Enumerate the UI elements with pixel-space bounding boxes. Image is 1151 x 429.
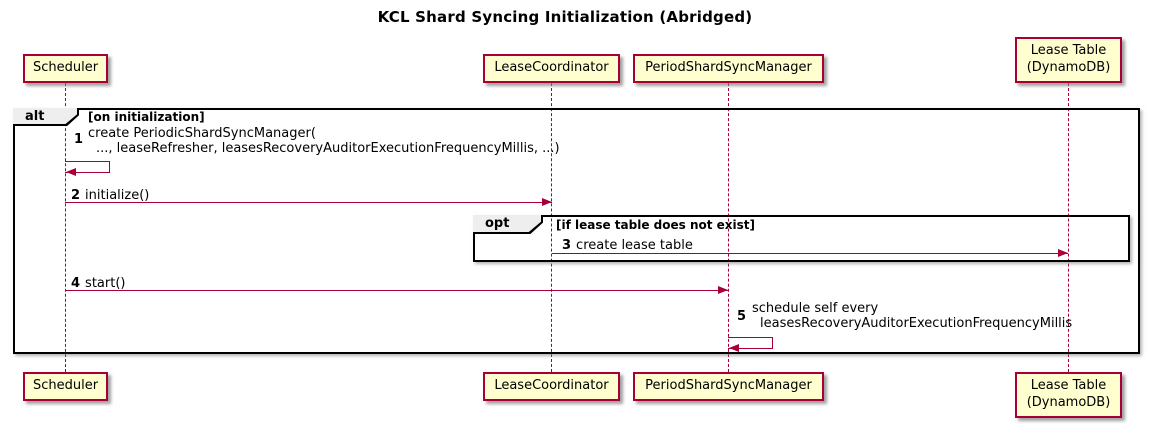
message-3-label: 3 create lease table	[562, 238, 693, 253]
message-4-arrowhead	[718, 286, 728, 294]
message-4-arrow-line	[65, 290, 728, 291]
message-1-label: create PeriodicShardSyncManager( ..., le…	[88, 126, 560, 156]
message-2-label: 2 initialize()	[71, 188, 149, 203]
alt-condition: [on initialization]	[88, 110, 205, 124]
participant-periodshardsyncmanager-bottom: PeriodShardSyncManager	[633, 372, 824, 401]
participant-scheduler-bottom: Scheduler	[23, 372, 108, 401]
participant-label: PeriodShardSyncManager	[645, 378, 812, 394]
opt-frame	[473, 215, 1130, 262]
participant-scheduler-top: Scheduler	[23, 54, 108, 83]
message-4-label: 4 start()	[71, 276, 125, 291]
participant-label-line1: Lease Table	[1030, 43, 1107, 59]
message-1-line2: ..., leaseRefresher, leasesRecoveryAudit…	[96, 141, 560, 156]
lifeline-scheduler	[65, 83, 66, 372]
opt-condition: [if lease table does not exist]	[556, 218, 756, 232]
message-1-self-loop	[65, 161, 110, 173]
alt-keyword: alt	[25, 108, 45, 124]
message-3-text: create lease table	[576, 238, 693, 253]
message-2-arrow-line	[65, 202, 552, 203]
alt-frame-label: alt	[13, 108, 77, 124]
message-5-arrowhead	[729, 344, 739, 352]
participant-label: PeriodShardSyncManager	[645, 60, 812, 76]
message-3-arrow-line	[552, 253, 1068, 254]
opt-keyword: opt	[485, 216, 510, 231]
message-1-number: 1	[74, 132, 84, 147]
message-2-arrowhead	[542, 198, 552, 206]
message-5-line2: leasesRecoveryAuditorExecutionFrequencyM…	[760, 316, 1073, 331]
message-4-text: start()	[85, 276, 126, 291]
participant-label: Scheduler	[32, 378, 99, 394]
participant-label-line2: (DynamoDB)	[1026, 395, 1111, 410]
opt-frame-label: opt	[473, 215, 541, 232]
message-5-self-loop	[728, 337, 773, 349]
participant-leasetable-bottom: Lease Table (DynamoDB)	[1015, 372, 1122, 418]
message-3-arrowhead	[1058, 249, 1068, 257]
participant-label-line1: Lease Table	[1030, 378, 1107, 394]
message-4-number: 4	[71, 276, 81, 291]
message-1-arrowhead	[66, 168, 76, 176]
message-5-number: 5	[737, 309, 747, 324]
participant-label: LeaseCoordinator	[494, 378, 609, 394]
message-3-number: 3	[562, 238, 572, 253]
message-1-line1: create PeriodicShardSyncManager(	[88, 126, 316, 141]
participant-periodshardsyncmanager-top: PeriodShardSyncManager	[633, 54, 824, 83]
lifeline-leasecoordinator	[551, 83, 552, 372]
participant-leasecoordinator-bottom: LeaseCoordinator	[483, 372, 620, 401]
participant-leasetable-top: Lease Table (DynamoDB)	[1015, 37, 1122, 83]
message-5-label: schedule self every leasesRecoveryAudito…	[752, 301, 1072, 331]
message-2-number: 2	[71, 188, 81, 203]
lifeline-leasetable	[1068, 83, 1069, 372]
message-2-text: initialize()	[85, 188, 150, 203]
diagram-title: KCL Shard Syncing Initialization (Abridg…	[377, 8, 753, 26]
alt-frame	[13, 108, 1140, 354]
participant-label-line2: (DynamoDB)	[1026, 60, 1111, 75]
participant-label: Scheduler	[32, 60, 99, 76]
lifeline-periodshardsyncmanager	[728, 83, 729, 372]
participant-label: LeaseCoordinator	[494, 60, 609, 76]
participant-leasecoordinator-top: LeaseCoordinator	[483, 54, 620, 83]
message-5-line1: schedule self every	[752, 301, 879, 316]
